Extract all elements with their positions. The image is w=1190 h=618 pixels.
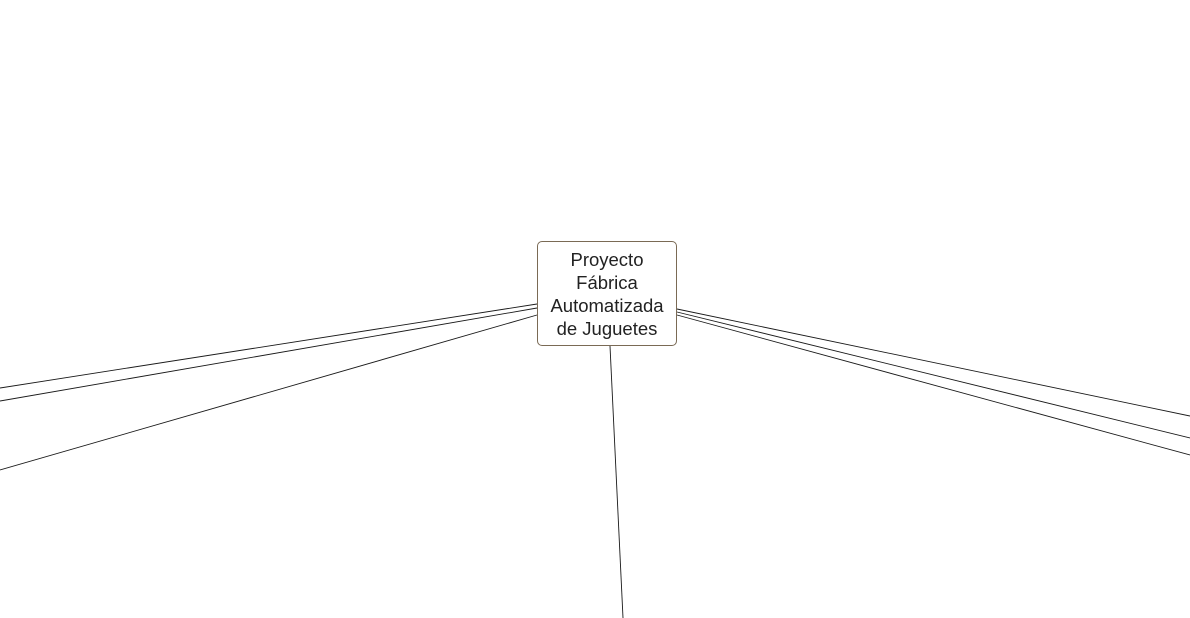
connector-line-offscreen-right-3 xyxy=(676,314,1190,456)
connector-group xyxy=(0,303,1190,618)
root-node[interactable]: Proyecto Fábrica Automatizada de Juguete… xyxy=(537,241,677,346)
connector-line-offscreen-left-2 xyxy=(0,307,538,402)
root-node-label: Proyecto Fábrica Automatizada de Juguete… xyxy=(550,248,664,339)
connector-line-offscreen-right-2 xyxy=(676,311,1190,439)
connector-line-offscreen-left-3 xyxy=(0,314,538,471)
connector-line-offscreen-bottom xyxy=(609,345,624,618)
connector-line-offscreen-right-1 xyxy=(676,308,1190,417)
connector-line-offscreen-left-1 xyxy=(0,303,538,389)
